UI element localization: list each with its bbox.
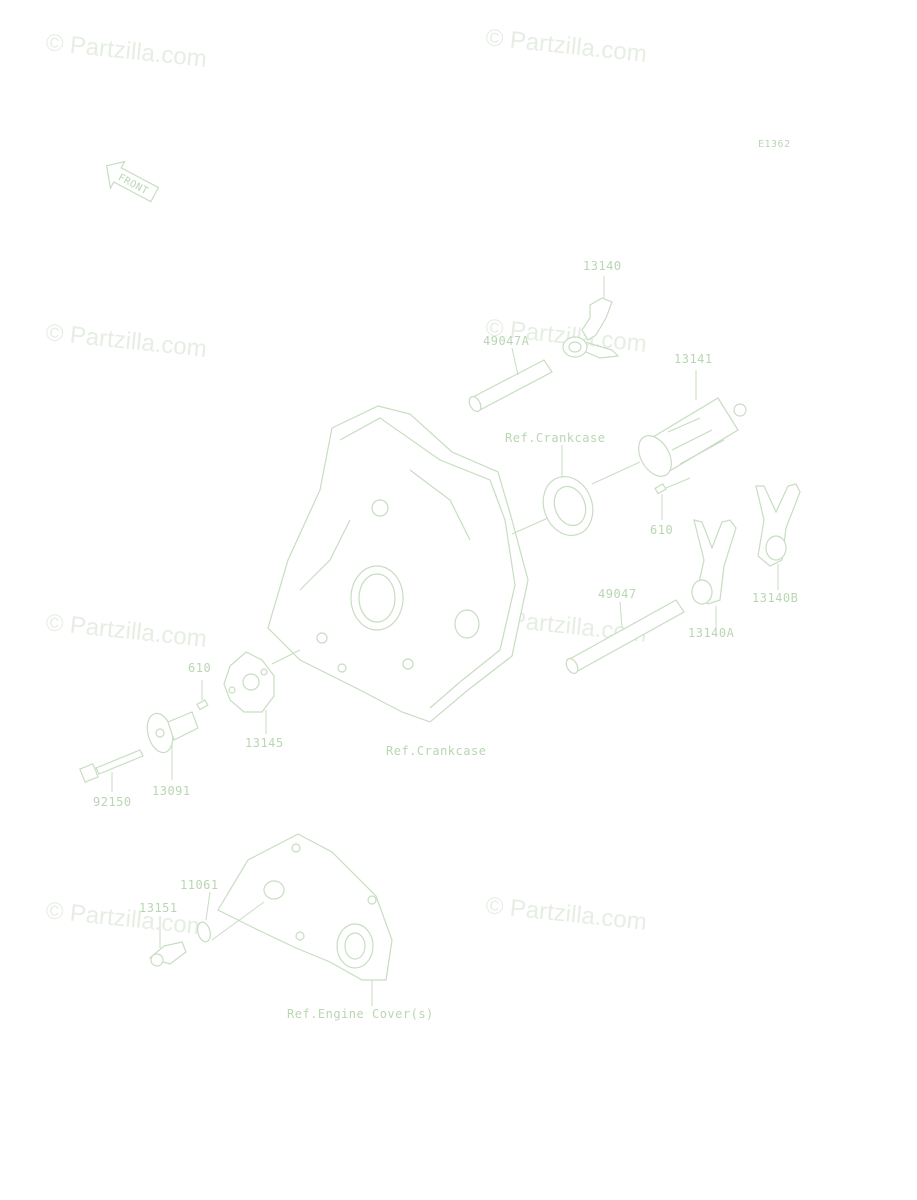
engine-cover [217,833,393,981]
label-13140: 13140 [583,259,622,273]
shift-drum-13141 [638,397,747,477]
shift-fork-13140a [691,519,737,605]
label-610-right: 610 [650,523,673,537]
shaft-49047a [468,359,553,413]
part-labels: 13140 49047A 13141 Ref.Crankcase 610 490… [93,259,798,1021]
watermark-1: © Partzilla.com [44,29,208,73]
label-13145: 13145 [245,736,284,750]
label-ref-crankcase-bottom: Ref.Crankcase [386,744,486,758]
watermark-2: © Partzilla.com [484,24,648,68]
watermark-7: © Partzilla.com [44,897,208,941]
shaft-49047 [565,599,685,675]
watermark-5: © Partzilla.com [44,609,208,653]
holder-13091 [146,711,199,754]
shift-fork-13140b [755,483,801,567]
label-92150: 92150 [93,795,132,809]
drum-cam-13145 [223,651,275,713]
label-ref-crankcase-top: Ref.Crankcase [505,431,605,445]
shift-fork-13140 [562,297,620,359]
bearing-ring [542,476,594,536]
front-label: FRONT [116,172,150,197]
label-13141: 13141 [674,352,713,366]
label-13140b: 13140B [752,591,798,605]
diagram-code: E1362 [758,139,791,150]
pin-610-left [196,699,209,711]
label-11061: 11061 [180,878,219,892]
label-ref-engine-cover: Ref.Engine Cover(s) [287,1007,434,1021]
switch-13151 [148,941,187,967]
label-13151: 13151 [139,901,178,915]
label-13140a: 13140A [688,626,735,640]
label-49047: 49047 [598,587,637,601]
label-49047a: 49047A [483,334,530,348]
o-ring-11061 [197,921,211,943]
label-610-left: 610 [188,661,211,675]
watermark-3: © Partzilla.com [44,319,208,363]
pin-610-right [654,483,667,495]
front-arrow-icon: FRONT [105,160,160,203]
bolt-92150 [79,749,144,783]
label-13091: 13091 [152,784,191,798]
crankcase [267,405,529,723]
watermark-8: © Partzilla.com [484,892,648,936]
